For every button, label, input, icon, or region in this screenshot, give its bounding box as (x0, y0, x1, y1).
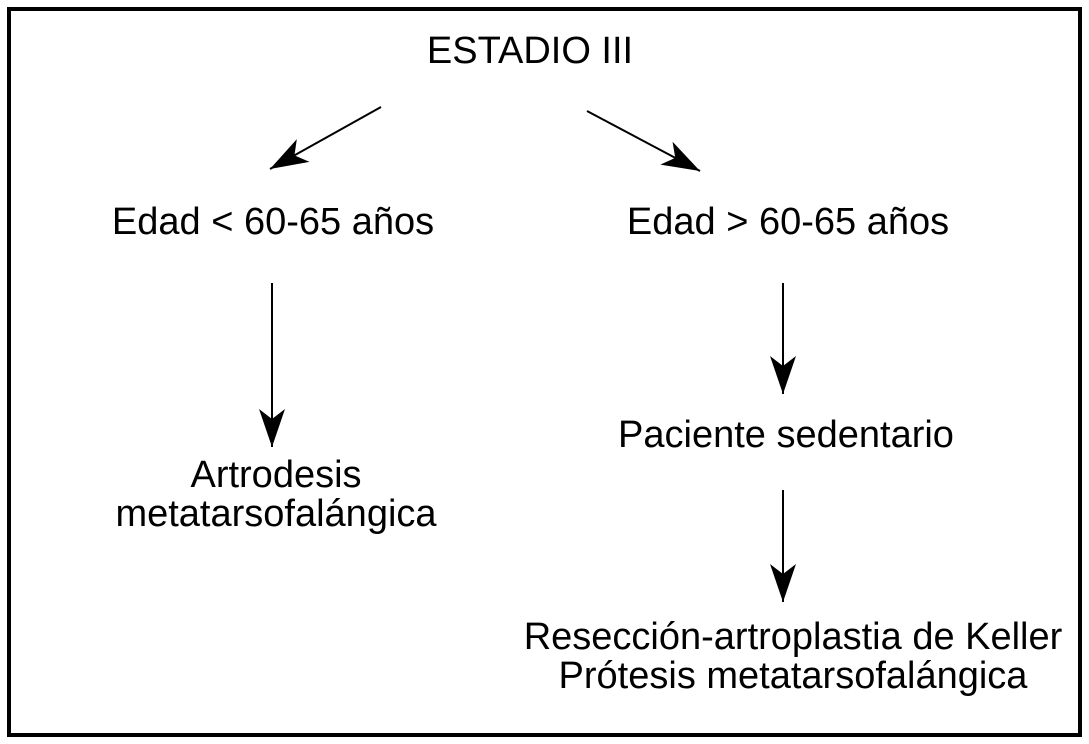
left-condition-node: Edad < 60-65 años (0, 201, 573, 243)
left-outcome-line1: Artrodesis (190, 454, 362, 496)
sedentary-node: Paciente sedentario (486, 414, 1086, 456)
left-outcome-line2: metatarsofalángica (115, 493, 437, 536)
right-outcome-line1: Resección-artroplastia de Keller (523, 616, 1063, 658)
arrow-title-to-right-condition (586, 110, 701, 172)
sedentary-label: Paciente sedentario (618, 414, 954, 456)
left-outcome-node: Artrodesis metatarsofalángica (0, 454, 576, 536)
title-node: ESTADIO III (230, 30, 830, 72)
title-label: ESTADIO III (426, 30, 634, 72)
diagram-border-frame (7, 7, 1082, 737)
right-condition-label: Edad > 60-65 años (626, 201, 950, 243)
right-outcome-line2: Prótesis metatarsofalángica (558, 655, 1028, 698)
left-condition-label: Edad < 60-65 años (111, 201, 435, 243)
arrow-title-to-left-condition (269, 106, 382, 170)
right-outcome-node: Resección-artroplastia de Keller Prótesi… (493, 616, 1089, 698)
right-condition-node: Edad > 60-65 años (488, 201, 1088, 243)
